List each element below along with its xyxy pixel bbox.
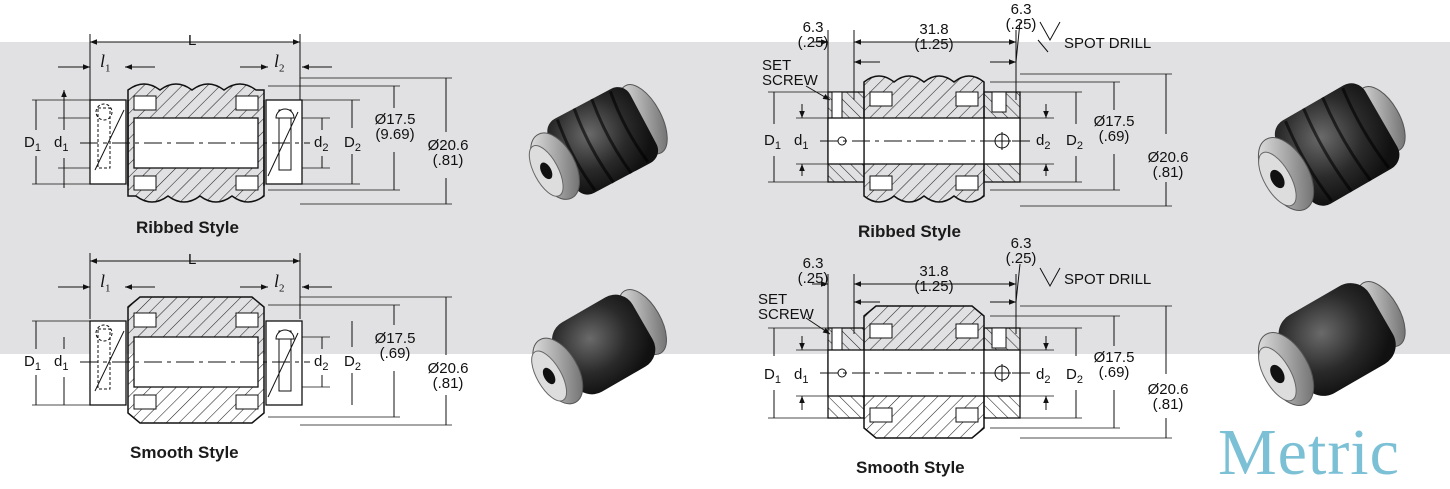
dim-31-8: 31.8(1.25) [914,21,954,53]
ribbed-clamp-drawing: L l1 l2 D1 d1 d2 D2 Ø17.5(9.69) Ø20.6(.8… [0,0,480,250]
dim-6-3-left: 6.3(.25) [797,255,829,287]
caption-ribbed-style: Ribbed Style [858,222,961,241]
dim-d2: d2 [314,134,329,154]
smooth-setscrew-coupling-photo [1228,244,1448,434]
dim-D1: D1 [24,353,41,373]
ribbed-setscrew-drawing: 6.3(.25) 31.8(1.25) 6.3(.25) SPOT DRILL … [720,0,1220,250]
smooth-clamp-drawing: L l1 l2 D1 d1 d2 D2 Ø17.5(.69) Ø20.6(.81… [0,245,480,475]
dim-d1: d1 [54,353,69,373]
ribbed-clamp-coupling-photo [508,48,708,228]
dim-dia-17-5: Ø17.5(.69) [1093,349,1135,381]
dim-D1: D1 [24,134,41,154]
dim-D1: D1 [764,132,781,152]
dim-dia-17-5: Ø17.5(.69) [1093,113,1135,145]
ribbed-setscrew-coupling-photo [1228,44,1448,244]
dim-dia-20-6: Ø20.6(.81) [427,360,469,392]
dim-l1: l1 [100,271,111,295]
dim-6-3-right: 6.3(.25) [1005,1,1037,33]
dim-D2: D2 [1066,132,1083,152]
dim-d2: d2 [314,353,329,373]
dim-D1: D1 [764,366,781,386]
spot-drill-label: SPOT DRILL [1064,35,1152,52]
metric-label: Metric [1218,416,1400,489]
dim-d2: d2 [1036,132,1051,152]
dim-D2: D2 [1066,366,1083,386]
dim-dia-20-6: Ø20.6(.81) [1147,149,1189,181]
dim-dia-17-5: Ø17.5(9.69) [374,111,416,143]
dim-D2: D2 [344,134,361,154]
caption-ribbed-style: Ribbed Style [136,218,239,237]
dim-dia-20-6: Ø20.6(.81) [1147,381,1189,413]
dim-l1: l1 [100,51,111,75]
dim-6-3-right: 6.3(.25) [1005,235,1037,267]
caption-smooth-style: Smooth Style [856,458,965,477]
dim-dia-20-6: Ø20.6(.81) [427,137,469,169]
dim-L: L [188,32,197,49]
dim-d1: d1 [794,366,809,386]
dim-L: L [188,251,197,268]
dim-l2: l2 [274,271,285,295]
dim-d2: d2 [1036,366,1051,386]
dim-D2: D2 [344,353,361,373]
smooth-setscrew-drawing: 6.3(.25) 31.8(1.25) 6.3(.25) SPOT DRILL … [720,232,1220,482]
dim-31-8: 31.8(1.25) [914,263,954,295]
caption-smooth-style: Smooth Style [130,443,239,462]
dim-d1: d1 [54,134,69,154]
dim-dia-17-5: Ø17.5(.69) [374,330,416,362]
dim-6-3-left: 6.3(.25) [797,19,829,51]
dim-d1: d1 [794,132,809,152]
spot-drill-label: SPOT DRILL [1064,271,1152,288]
smooth-clamp-coupling-photo [508,252,708,432]
dim-l2: l2 [274,51,285,75]
